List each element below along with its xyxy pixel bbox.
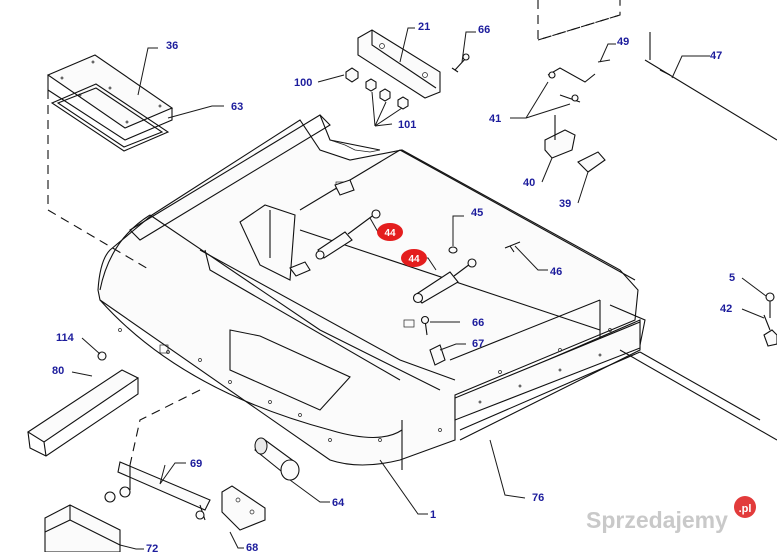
leader-lines: [71, 27, 767, 550]
label-114: 114: [56, 332, 75, 344]
side-panel-76: [454, 321, 777, 441]
hinge-bracket-21: [357, 29, 441, 99]
label-67: 67: [472, 338, 484, 350]
linkage-41: [547, 67, 596, 103]
motor-64: [254, 437, 300, 481]
label-49: 49: [617, 36, 629, 48]
bracket-on-deck: [289, 179, 355, 277]
gas-spring-lower: [412, 258, 477, 304]
bolt-42: [763, 314, 777, 347]
label-44-upper: 44: [384, 228, 396, 239]
label-45: 45: [471, 207, 483, 219]
label-1: 1: [430, 509, 436, 521]
watermark-suffix: .pl: [739, 503, 752, 515]
watermark: Sprzedajemy .pl: [586, 496, 756, 533]
highlight-badge-44-lower: 44: [401, 249, 427, 267]
block-72: [44, 504, 121, 552]
gasket-63: [50, 83, 170, 152]
label-36: 36: [166, 40, 178, 52]
label-80: 80: [52, 365, 64, 377]
label-5: 5: [729, 272, 735, 284]
highlight-badge-44-upper: 44: [377, 223, 403, 241]
label-39: 39: [559, 198, 571, 210]
gas-spring-upper: [315, 209, 381, 260]
label-64: 64: [332, 497, 345, 509]
cover-dashed-guide: [47, 90, 151, 271]
label-66-mid: 66: [472, 317, 484, 329]
bolt-66-top: [451, 53, 470, 73]
part-labels: 36 63 21 66 100 101 49 47 41 40 39 45 46…: [52, 21, 735, 552]
label-47: 47: [710, 50, 722, 62]
bolt-66-lower: [420, 315, 430, 336]
nuts-101: [365, 78, 409, 110]
washer-45: [448, 246, 458, 254]
label-66-top: 66: [478, 24, 490, 36]
label-100: 100: [294, 77, 312, 89]
dashed-frame: [537, 0, 621, 41]
bracket-40: [544, 115, 576, 159]
watermark-text: Sprzedajemy: [586, 507, 728, 533]
label-41: 41: [489, 113, 501, 125]
label-40: 40: [523, 177, 535, 189]
label-68: 68: [246, 542, 258, 552]
main-frame: [97, 114, 646, 470]
small-bracket-46: [504, 241, 521, 253]
rod-47: [644, 32, 777, 141]
label-72: 72: [146, 543, 158, 552]
bracket-68: [221, 485, 266, 531]
cover-plate-36: [46, 54, 174, 141]
label-44-lower: 44: [408, 254, 420, 265]
label-76: 76: [532, 492, 544, 504]
lower-dashed-guide: [129, 389, 201, 466]
bolt-5: [765, 292, 775, 318]
label-69: 69: [190, 458, 202, 470]
label-42: 42: [720, 303, 732, 315]
label-46: 46: [550, 266, 562, 278]
label-101: 101: [398, 119, 416, 131]
bar-80: [26, 369, 140, 457]
label-63: 63: [231, 101, 243, 113]
nut-100: [345, 67, 359, 83]
linkage-69: [104, 461, 211, 521]
watermark-badge: .pl: [734, 496, 756, 518]
label-21: 21: [418, 21, 430, 33]
bracket-39: [577, 151, 606, 173]
